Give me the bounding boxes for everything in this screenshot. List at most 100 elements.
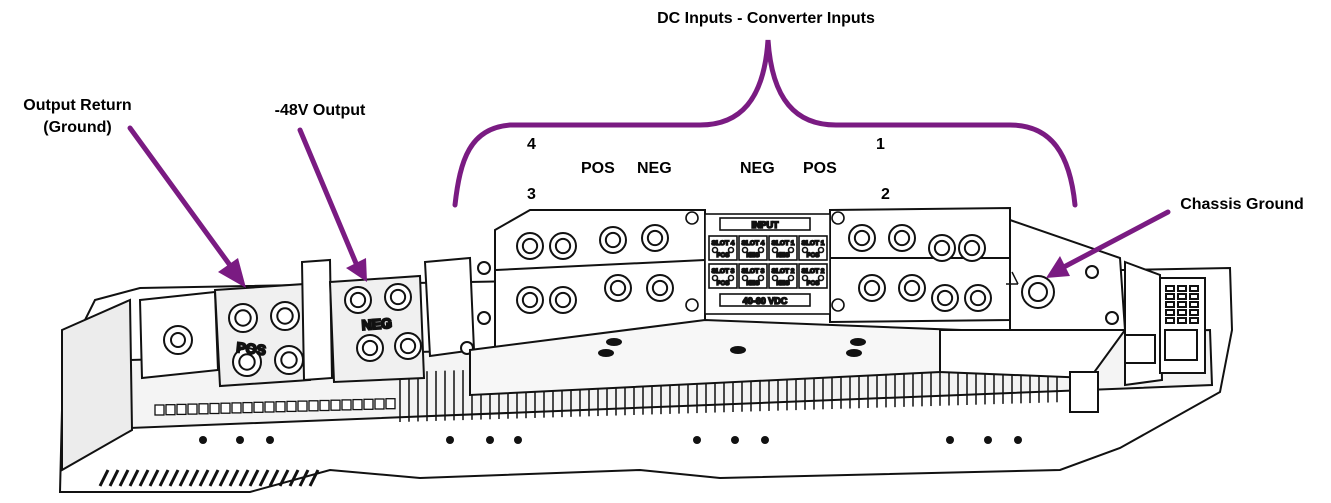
- bolt-inner: [280, 351, 298, 369]
- terminal-strip: [154, 398, 396, 416]
- connector-pin: [1189, 285, 1199, 292]
- terminal-square: [154, 404, 165, 416]
- connector-pin: [1189, 293, 1199, 300]
- bolt-inner: [238, 353, 256, 371]
- output-48v-arrowhead: [346, 258, 367, 282]
- connector-pin: [1165, 293, 1175, 300]
- slot-tag-slot: SLOT 1: [802, 240, 825, 247]
- hatch-mark: [108, 469, 120, 487]
- slot-tag-hole: [757, 246, 765, 254]
- slot-tag-hole: [787, 274, 795, 282]
- hatch-mark: [138, 469, 150, 487]
- output-return-arrow-line: [127, 125, 235, 271]
- terminal-square: [297, 400, 308, 412]
- slot-tag-polarity: POS: [717, 281, 730, 287]
- bolt-inner: [521, 237, 539, 255]
- slot-tag-hole: [741, 274, 749, 282]
- front-screws: [199, 436, 1022, 444]
- hatch-mark: [278, 469, 290, 487]
- slot-tag-slot: SLOT 2: [772, 268, 795, 275]
- input-bolts: [516, 224, 992, 314]
- terminal-square: [198, 403, 209, 415]
- bolt-inner: [361, 339, 379, 357]
- slot-tag-hole: [801, 246, 809, 254]
- bolt-inner: [893, 229, 911, 247]
- slot-tag-slot: SLOT 3: [742, 268, 765, 275]
- bolt-inner: [609, 279, 627, 297]
- terminal-square: [286, 400, 297, 413]
- hatch-mark: [178, 469, 190, 487]
- connector-pin: [1189, 317, 1199, 324]
- connector-pin: [1177, 285, 1187, 292]
- output-return-arrowhead: [218, 258, 246, 288]
- connector-pin: [1189, 309, 1199, 316]
- connector-pin: [1177, 309, 1187, 316]
- terminal-square: [176, 403, 187, 416]
- slot-tag-hole: [771, 246, 779, 254]
- slot-tag-slot: SLOT 4: [712, 240, 735, 247]
- dc-inputs-bracket: [452, 39, 1078, 208]
- right-connectors: [1069, 260, 1206, 413]
- busbar-neg-label: NEG: [361, 315, 392, 333]
- hatch-mark: [288, 469, 300, 487]
- hatch-mark: [208, 469, 220, 487]
- chassis-ground-label: Chassis Ground: [1180, 196, 1304, 213]
- bolt-inner: [349, 291, 367, 309]
- output-48v-bracket: NEG: [300, 258, 426, 384]
- terminal-square: [220, 402, 231, 414]
- hatch-mark: [298, 469, 310, 487]
- slot-tag-hole: [817, 246, 825, 254]
- input-panel-header: INPUT: [752, 220, 780, 230]
- terminal-square: [330, 399, 341, 411]
- bolt-inner: [863, 279, 881, 297]
- terminal-square: [275, 401, 286, 413]
- slot-tag-polarity: NEG: [746, 253, 759, 259]
- terminal-square: [242, 401, 253, 414]
- terminal-square: [209, 402, 220, 415]
- hatch-mark: [308, 469, 320, 487]
- hatch-mark: [218, 469, 230, 487]
- hatch-mark: [268, 469, 280, 487]
- hatch-mark: [188, 469, 200, 487]
- chassis-ground-stud: [1006, 265, 1119, 325]
- bolt-inner: [903, 279, 921, 297]
- hatch-mark: [238, 469, 250, 487]
- bolt-inner: [933, 239, 951, 257]
- bolt-inner: [521, 291, 539, 309]
- slot-tag-slot: SLOT 1: [772, 240, 795, 247]
- slot-tag-hole: [711, 274, 719, 282]
- slot-number-3: 3: [527, 186, 536, 203]
- terminal-square: [308, 400, 319, 412]
- connector-pin: [1177, 293, 1187, 300]
- left-connector-block: [423, 256, 491, 358]
- hatch-mark: [198, 469, 210, 487]
- bolt-inner: [969, 289, 987, 307]
- hatch-mark: [158, 469, 170, 487]
- connector-pin: [1177, 317, 1187, 324]
- terminal-square: [363, 398, 374, 410]
- slot-tag-slot: SLOT 2: [802, 268, 825, 275]
- slot-number-1: 1: [876, 136, 885, 153]
- slot-number-2: 2: [881, 186, 890, 203]
- slot-tag-polarity: NEG: [776, 253, 789, 259]
- voltage-range-label: 40-60 VDC: [743, 296, 788, 306]
- cover-dots: [598, 338, 866, 357]
- slot-number-4: 4: [527, 136, 536, 153]
- hatch-mark: [228, 469, 240, 487]
- slot-tag-polarity: POS: [807, 253, 820, 259]
- connector-pin: [1165, 317, 1175, 324]
- slot-tag-hole: [757, 274, 765, 282]
- output-48v-label: -48V Output: [274, 102, 366, 119]
- bolt-inner: [554, 291, 572, 309]
- bolt-inner: [604, 231, 622, 249]
- polarity-neg-right: NEG: [740, 160, 775, 177]
- dc-inputs-title: DC Inputs - Converter Inputs: [657, 10, 875, 27]
- output-return-line1: Output Return: [23, 97, 132, 114]
- connector-pin: [1165, 285, 1175, 292]
- terminal-square: [187, 403, 198, 415]
- slot-tag-hole: [771, 274, 779, 282]
- terminal-square: [253, 401, 264, 413]
- terminal-square: [352, 398, 363, 411]
- terminal-square: [165, 404, 176, 416]
